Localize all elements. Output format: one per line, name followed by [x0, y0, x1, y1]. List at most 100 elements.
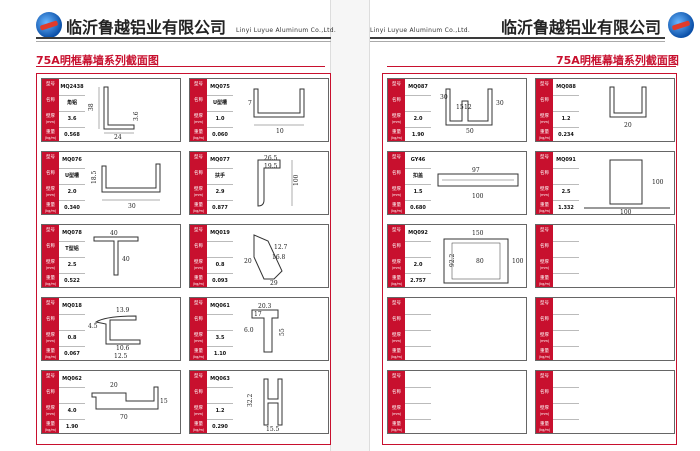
label-weight: 重量: [194, 422, 203, 427]
label-model: 型号: [392, 228, 401, 233]
company-name-en: Linyi Luyue Aluminum Co.,Ltd.: [370, 27, 471, 34]
dimension-label: 18.5: [91, 170, 98, 184]
label-unit: (mm): [539, 339, 550, 343]
label-name: 名称: [46, 98, 55, 103]
label-thickness: 壁厚: [194, 260, 203, 265]
label-model: 型号: [194, 228, 203, 233]
value-weight: 0.060: [212, 132, 228, 138]
label-unit: (kg/m): [538, 136, 551, 140]
label-thickness: 壁厚: [46, 260, 55, 265]
row-separator: [59, 200, 85, 201]
label-name: 名称: [540, 390, 549, 395]
dimension-label: 15: [160, 398, 168, 405]
profile-section-svg: [432, 373, 526, 433]
row-separator: [59, 95, 85, 96]
label-unit: (kg/m): [192, 355, 205, 359]
label-thickness: 壁厚: [194, 333, 203, 338]
header-rule: [370, 37, 665, 39]
row-separator: [405, 257, 431, 258]
dimension-label: 92.2: [449, 253, 456, 267]
title-underline: [387, 66, 676, 67]
value-model: GY46: [410, 157, 426, 163]
page-title: 75A明框幕墙系列截面图: [36, 54, 159, 67]
row-separator: [207, 387, 233, 388]
row-separator: [405, 387, 431, 388]
value-weight: 0.290: [212, 424, 228, 430]
row-separator: [553, 419, 579, 420]
header-rule: [36, 37, 331, 39]
dimension-label: 40: [110, 230, 118, 237]
dimension-label: 12: [464, 104, 472, 111]
header-rule-thin: [370, 41, 665, 42]
row-separator: [207, 419, 233, 420]
label-unit: (kg/m): [390, 136, 403, 140]
profile-section-svg: 32.215.5: [247, 378, 283, 433]
dimension-label: 29: [270, 280, 278, 287]
value-thickness: 1.2: [215, 408, 225, 414]
value-model: MQ075: [210, 84, 230, 90]
label-model: 型号: [392, 155, 401, 160]
label-unit: (kg/m): [192, 209, 205, 213]
label-model: 型号: [194, 82, 203, 87]
label-model: 型号: [46, 301, 55, 306]
profile-card: 型号名称壁厚(mm)重量(kg/m): [535, 224, 675, 288]
dimension-label: 100: [512, 258, 524, 265]
profile-card: 型号名称壁厚(mm)重量(kg/m): [535, 370, 675, 434]
value-thickness: 0.8: [67, 335, 77, 341]
dimension-label: 10.6: [116, 345, 130, 352]
label-name: 名称: [194, 244, 203, 249]
dimension-label: 12.7: [274, 244, 288, 251]
row-separator: [207, 330, 233, 331]
value-weight: 2.757: [410, 278, 426, 284]
row-separator: [207, 257, 233, 258]
label-model: 型号: [392, 82, 401, 87]
row-separator: [59, 387, 85, 388]
dimension-label: 50: [466, 128, 474, 135]
label-unit: (kg/m): [44, 355, 57, 359]
label-model: 型号: [46, 155, 55, 160]
row-separator: [59, 330, 85, 331]
page-gutter: [331, 0, 369, 451]
label-unit: (kg/m): [44, 209, 57, 213]
profile-section-svg: 13.94.510.612.5: [88, 307, 141, 360]
label-unit: (mm): [193, 193, 204, 197]
dimension-label: 19.5: [264, 163, 278, 170]
value-model: MQ092: [408, 230, 428, 236]
label-weight: 重量: [540, 276, 549, 281]
label-unit: (mm): [391, 412, 402, 416]
dimension-label: 16.8: [272, 254, 286, 261]
dimension-label: 20.3: [258, 303, 272, 310]
row-separator: [207, 127, 233, 128]
label-unit: (kg/m): [44, 428, 57, 432]
label-unit: (mm): [391, 339, 402, 343]
label-weight: 重量: [392, 203, 401, 208]
label-thickness: 壁厚: [194, 187, 203, 192]
label-thickness: 壁厚: [392, 260, 401, 265]
dimension-label: 150: [472, 230, 484, 237]
row-separator: [59, 403, 85, 404]
value-weight: 0.340: [64, 205, 80, 211]
dimension-label: 20: [244, 258, 252, 265]
value-thickness: 2.5: [67, 262, 77, 268]
row-separator: [405, 95, 431, 96]
row-separator: [59, 184, 85, 185]
row-separator: [553, 273, 579, 274]
row-separator: [207, 95, 233, 96]
row-separator: [207, 314, 233, 315]
label-column: 型号名称壁厚(mm)重量(kg/m): [536, 225, 553, 287]
dimension-label: 100: [293, 174, 300, 186]
profile-card: 型号名称壁厚(mm)重量(kg/m): [387, 297, 527, 361]
label-weight: 重量: [540, 130, 549, 135]
label-thickness: 壁厚: [392, 333, 401, 338]
label-model: 型号: [46, 82, 55, 87]
